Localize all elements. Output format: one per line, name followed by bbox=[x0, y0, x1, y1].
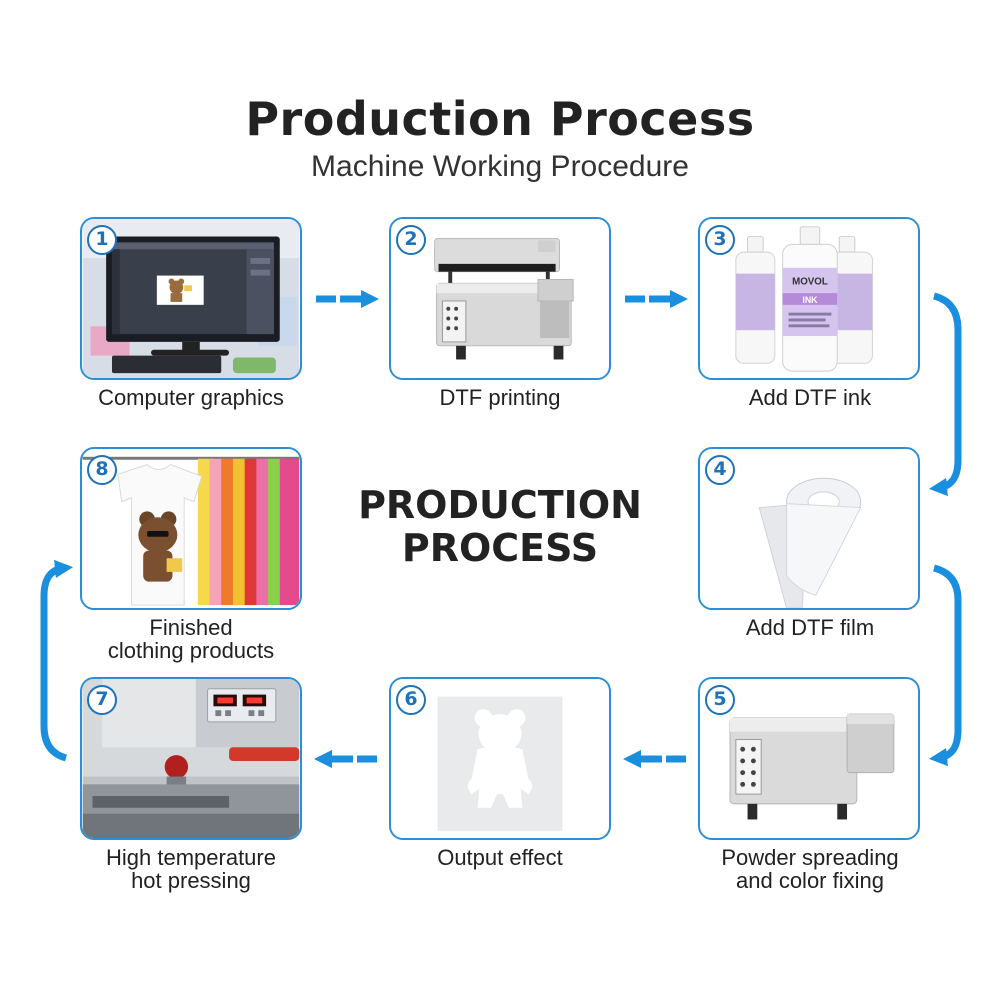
step-8-caption: Finished clothing products bbox=[60, 616, 322, 662]
step-1-caption: Computer graphics bbox=[98, 385, 284, 410]
step-5-caption-line-1: Powder spreading bbox=[721, 845, 899, 870]
film-roll-icon bbox=[700, 449, 918, 608]
arrow-step-3-to-4 bbox=[928, 292, 962, 497]
transfer-sheet-icon bbox=[391, 679, 609, 838]
step-5-caption-line-2: and color fixing bbox=[736, 868, 884, 893]
step-5-caption: Powder spreading and color fixing bbox=[680, 846, 940, 892]
center-title: PRODUCTION PROCESS bbox=[330, 484, 670, 570]
ink-brand-label: MOVOL bbox=[792, 276, 828, 287]
heat-press-icon bbox=[82, 679, 300, 838]
step-2-caption: DTF printing bbox=[439, 385, 561, 410]
step-7-caption-line-2: hot pressing bbox=[131, 868, 251, 893]
step-3-badge: 3 bbox=[705, 225, 735, 255]
step-4-badge: 4 bbox=[705, 455, 735, 485]
page-subtitle: Machine Working Procedure bbox=[311, 150, 689, 183]
step-8-image bbox=[80, 447, 302, 610]
computer-monitor-icon bbox=[82, 219, 300, 378]
page-title: Production Process bbox=[245, 92, 755, 146]
step-2-badge: 2 bbox=[396, 225, 426, 255]
step-8-caption-line-1: Finished bbox=[149, 615, 233, 640]
step-8-caption-line-2: clothing products bbox=[107, 638, 275, 663]
center-title-line-1: PRODUCTION bbox=[358, 483, 642, 527]
step-4-caption: Add DTF film bbox=[745, 615, 875, 640]
step-6-badge: 6 bbox=[396, 685, 426, 715]
dtf-printer-icon bbox=[391, 219, 609, 378]
step-2-image bbox=[389, 217, 611, 380]
step-1-badge: 1 bbox=[87, 225, 117, 255]
powder-shaker-icon bbox=[700, 679, 918, 838]
step-3-caption: Add DTF ink bbox=[748, 385, 872, 410]
step-7-caption: High temperature hot pressing bbox=[60, 846, 322, 892]
center-title-line-2: PROCESS bbox=[401, 526, 599, 570]
step-6-image bbox=[389, 677, 611, 840]
step-3-image: MOVOL INK bbox=[698, 217, 920, 380]
step-7-badge: 7 bbox=[87, 685, 117, 715]
ink-bottles-icon: MOVOL INK bbox=[700, 219, 918, 378]
step-4-image bbox=[698, 447, 920, 610]
arrow-step-7-to-8 bbox=[40, 559, 74, 762]
step-6-caption: Output effect bbox=[437, 845, 563, 870]
step-7-image bbox=[80, 677, 302, 840]
step-5-badge: 5 bbox=[705, 685, 735, 715]
step-1-image bbox=[80, 217, 302, 380]
tshirts-icon bbox=[82, 449, 300, 608]
arrow-step-4-to-5 bbox=[928, 564, 962, 767]
step-7-caption-line-1: High temperature bbox=[106, 845, 276, 870]
step-8-badge: 8 bbox=[87, 455, 117, 485]
step-5-image bbox=[698, 677, 920, 840]
ink-type-label: INK bbox=[802, 295, 818, 305]
